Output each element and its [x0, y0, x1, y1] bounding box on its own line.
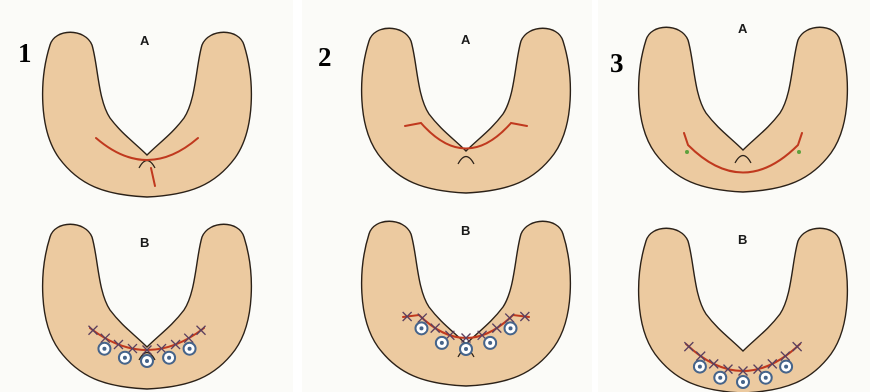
panel-1-label-a: A: [140, 34, 149, 47]
implant-center: [741, 380, 745, 384]
implant-center: [167, 356, 171, 360]
marker-dot-left: [685, 150, 689, 154]
implant-center: [419, 326, 423, 330]
implant-center: [440, 341, 444, 345]
panel-3-drawing: [598, 0, 870, 392]
panel-3-label-b: B: [738, 233, 747, 246]
panel-3: 3 A B: [598, 0, 870, 392]
panel-2-drawing: [302, 0, 592, 392]
panel-3-label-a: A: [738, 22, 747, 35]
panel-1-label-b: B: [140, 236, 149, 249]
implant-center: [464, 347, 468, 351]
implant-center: [784, 365, 788, 369]
panel-2-label-b: B: [461, 224, 470, 237]
implant-center: [698, 365, 702, 369]
panel-2-label-a: A: [461, 33, 470, 46]
implant-center: [509, 326, 513, 330]
panel-2: 2 A B: [302, 0, 592, 392]
implant-center: [188, 347, 192, 351]
implant-center: [102, 347, 106, 351]
implant-center: [764, 376, 768, 380]
panel-1-number: 1: [18, 40, 32, 67]
panel-3-number: 3: [610, 50, 624, 77]
implant-center: [718, 376, 722, 380]
panel-1: 1 A B: [0, 0, 293, 392]
implant-center: [145, 359, 149, 363]
panel-2-number: 2: [318, 44, 332, 71]
panel-1-drawing: [0, 0, 293, 392]
marker-dot-right: [797, 150, 801, 154]
implant-center: [123, 356, 127, 360]
implant-center: [488, 341, 492, 345]
